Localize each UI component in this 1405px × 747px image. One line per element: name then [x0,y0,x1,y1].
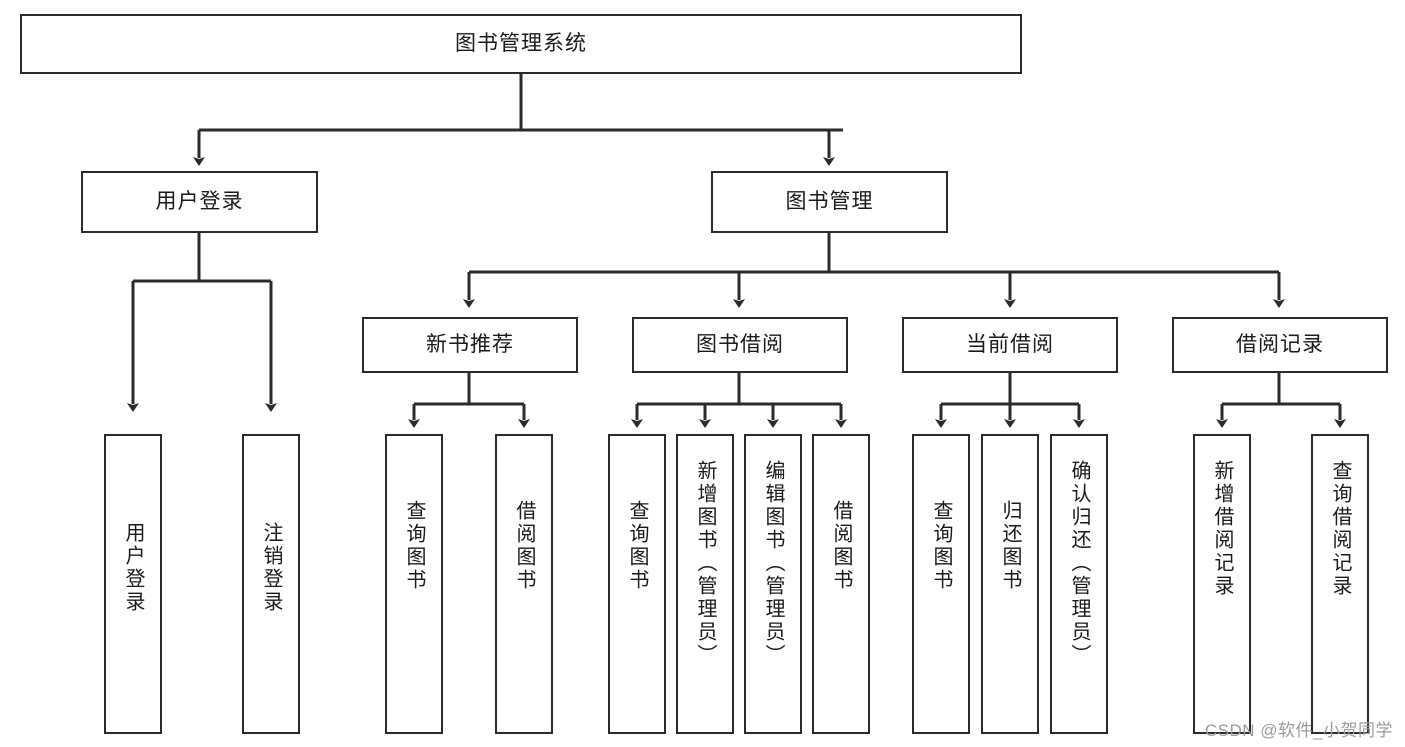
node-leaf-nb-borrow-book[interactable]: 借阅图书 [495,434,553,734]
edges-currentborrow-to-leaves [935,373,1085,428]
node-leaf-cb-query-book[interactable]: 查询图书 [912,434,970,734]
node-label: 注销登录 [260,522,282,614]
edges-newbook-to-leaves [408,373,530,428]
node-leaf-bb-edit-book-admin[interactable]: 编辑图书（管理员） [744,434,802,734]
node-current-borrow[interactable]: 当前借阅 [902,317,1118,373]
node-label: 新增借阅记录 [1211,460,1233,598]
node-label: 查询图书 [626,500,648,592]
node-label: 图书管理系统 [455,32,587,56]
node-label: 借阅图书 [830,500,852,592]
node-leaf-nb-query-book[interactable]: 查询图书 [385,434,443,734]
edges-bookborrow-to-leaves [631,373,847,428]
node-borrow-record[interactable]: 借阅记录 [1172,317,1388,373]
node-new-book-recommend[interactable]: 新书推荐 [362,317,578,373]
node-label: 图书管理 [785,190,874,214]
node-leaf-cb-return-book[interactable]: 归还图书 [981,434,1039,734]
node-label: 新书推荐 [426,333,514,357]
node-label: 查询图书 [403,500,425,592]
node-label: 借阅记录 [1236,333,1324,357]
node-label: 新增图书（管理员） [694,460,716,667]
node-book-management[interactable]: 图书管理 [711,171,948,233]
node-label: 用户登录 [155,190,244,214]
node-label: 查询图书 [930,500,952,592]
node-leaf-bb-query-book[interactable]: 查询图书 [608,434,666,734]
node-label: 编辑图书（管理员） [762,460,784,667]
edges-bookmanage-to-level3 [463,233,1285,308]
node-leaf-cb-confirm-return-admin[interactable]: 确认归还（管理员） [1050,434,1108,734]
edges-root-to-level2 [193,74,843,166]
edges-userlogin-to-level3 [127,233,277,412]
node-leaf-br-add-record[interactable]: 新增借阅记录 [1193,434,1251,734]
node-leaf-bb-borrow-book[interactable]: 借阅图书 [812,434,870,734]
node-leaf-bb-add-book-admin[interactable]: 新增图书（管理员） [676,434,734,734]
node-leaf-br-query-record[interactable]: 查询借阅记录 [1311,434,1369,734]
node-leaf-user-login[interactable]: 用户登录 [104,434,162,734]
node-label: 归还图书 [999,500,1021,592]
node-root-book-management-system[interactable]: 图书管理系统 [20,14,1022,74]
node-label: 当前借阅 [966,333,1054,357]
node-leaf-user-logout[interactable]: 注销登录 [242,434,300,734]
node-book-borrow[interactable]: 图书借阅 [632,317,848,373]
edges-borrowrecord-to-leaves [1216,373,1346,428]
node-label: 图书借阅 [696,333,784,357]
node-label: 确认归还（管理员） [1068,460,1090,667]
node-label: 查询借阅记录 [1329,460,1351,598]
node-label: 用户登录 [122,522,144,614]
node-user-login[interactable]: 用户登录 [81,171,318,233]
node-label: 借阅图书 [513,500,535,592]
